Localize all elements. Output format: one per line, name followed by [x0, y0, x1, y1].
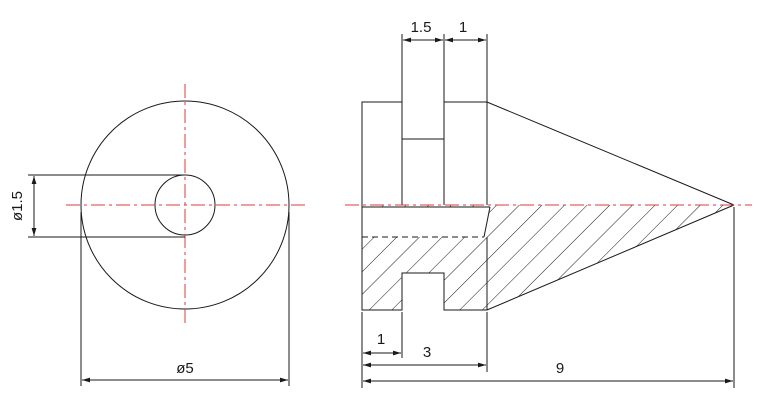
slot-width-label: 1.5	[411, 19, 432, 36]
outer-diameter-dimension: ø5	[80, 212, 290, 386]
flange-width-label: 1	[377, 331, 385, 348]
hole-diameter-label: ø1.5	[9, 191, 26, 221]
section-bore	[362, 207, 490, 237]
total-length-label: 9	[556, 360, 564, 377]
top-dimensions: 1.5 1	[401, 19, 488, 102]
body-length-label: 3	[423, 344, 431, 361]
bore-chamfer	[483, 206, 491, 238]
side-view	[345, 101, 752, 311]
upper-outline	[361, 101, 735, 206]
end-view	[66, 84, 306, 326]
outer-diameter-label: ø5	[176, 360, 194, 377]
lower-outline	[361, 204, 735, 311]
hole-diameter-dimension: ø1.5	[9, 174, 185, 238]
bottom-dimensions: 1 3 9	[361, 207, 735, 388]
shoulder-width-label: 1	[459, 19, 467, 36]
